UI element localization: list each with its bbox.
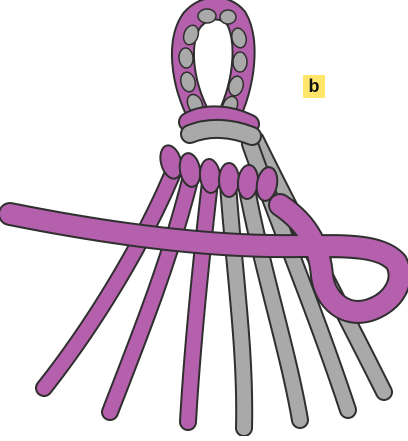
braided-loop bbox=[178, 8, 248, 118]
gray-strand-1 bbox=[228, 184, 244, 428]
purple-strand-3 bbox=[188, 182, 210, 422]
wrap-knot bbox=[188, 115, 252, 136]
step-label-text: b bbox=[309, 76, 320, 96]
step-label-badge: b bbox=[303, 75, 325, 98]
